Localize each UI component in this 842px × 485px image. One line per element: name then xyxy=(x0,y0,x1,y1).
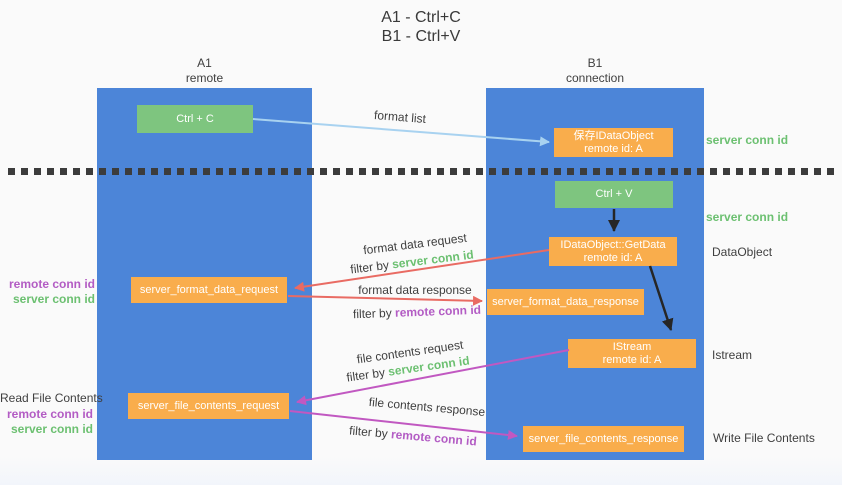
server-conn-id-label: server conn id xyxy=(12,292,95,306)
column-b-subtitle: connection xyxy=(565,71,625,85)
getdata-line2: remote id: A xyxy=(583,251,643,264)
file-contents-response-label: file contents response xyxy=(368,394,486,420)
ctrl-c-label: Ctrl + C xyxy=(176,112,214,125)
conn-id-annotation-upper: remote conn id server conn id xyxy=(0,277,95,307)
column-b-id: B1 xyxy=(587,56,603,70)
file-request-label: server_file_contents_request xyxy=(137,399,280,412)
getdata-box: IDataObject::GetData remote id: A xyxy=(549,237,677,266)
conn-id-annotation-lower: remote conn id server conn id xyxy=(0,407,93,437)
file-response-label: server_file_contents_response xyxy=(528,432,679,445)
server-conn-id-label: server conn id xyxy=(10,422,93,436)
dataobject-annotation: DataObject xyxy=(712,245,773,259)
server-conn-id-annotation-mid: server conn id xyxy=(706,210,789,224)
server-conn-id-annotation-top: server conn id xyxy=(706,133,789,147)
column-a-subtitle: remote xyxy=(185,71,224,85)
remote-conn-id-label: remote conn id xyxy=(8,277,95,291)
file-request-box: server_file_contents_request xyxy=(128,393,289,419)
save-dataobject-line2: remote id: A xyxy=(584,142,643,155)
filter-by-remote-conn-id-label: filter by remote conn id xyxy=(337,302,497,322)
filter-by-text: filter by xyxy=(345,364,390,385)
remote-conn-id-text: remote conn id xyxy=(394,302,482,320)
save-dataobject-box: 保存IDataObject remote id: A xyxy=(554,128,673,157)
istream-annotation: Istream xyxy=(712,348,753,362)
filter-by-remote-conn-id-label: filter by remote conn id xyxy=(333,422,494,450)
ctrl-v-label: Ctrl + V xyxy=(595,188,633,200)
read-file-contents-annotation: Read File Contents xyxy=(0,391,103,405)
title-line-1: A1 - Ctrl+C xyxy=(381,9,461,26)
istream-box: IStream remote id: A xyxy=(568,339,696,368)
ctrl-v-box: Ctrl + V xyxy=(555,181,673,208)
filter-by-text: filter by xyxy=(348,423,392,442)
save-dataobject-line1: 保存IDataObject xyxy=(573,129,654,142)
write-file-contents-annotation: Write File Contents xyxy=(713,431,815,445)
session-divider xyxy=(8,168,836,175)
format-request-label: server_format_data_request xyxy=(139,283,279,296)
ctrl-c-box: Ctrl + C xyxy=(137,105,253,133)
istream-line2: remote id: A xyxy=(602,353,662,366)
istream-line1: IStream xyxy=(612,340,652,353)
column-b-header: B1 connection xyxy=(486,56,704,86)
column-a-id: A1 xyxy=(197,56,212,70)
getdata-line1: IDataObject::GetData xyxy=(560,238,666,251)
filter-by-text: filter by xyxy=(352,305,396,322)
file-response-box: server_file_contents_response xyxy=(523,426,684,452)
format-request-box: server_format_data_request xyxy=(131,277,287,303)
format-data-response-label: format data response xyxy=(358,283,472,297)
format-list-label: format list xyxy=(373,107,427,127)
diagram-title: A1 - Ctrl+C B1 - Ctrl+V xyxy=(0,8,842,46)
remote-conn-id-label: remote conn id xyxy=(6,407,93,421)
filter-by-text: filter by xyxy=(349,257,393,277)
format-response-box: server_format_data_response xyxy=(487,289,644,315)
column-a-header: A1 remote xyxy=(97,56,312,86)
remote-conn-id-text: remote conn id xyxy=(390,427,478,449)
format-response-label: server_format_data_response xyxy=(492,295,639,308)
title-line-2: B1 - Ctrl+V xyxy=(381,28,461,45)
